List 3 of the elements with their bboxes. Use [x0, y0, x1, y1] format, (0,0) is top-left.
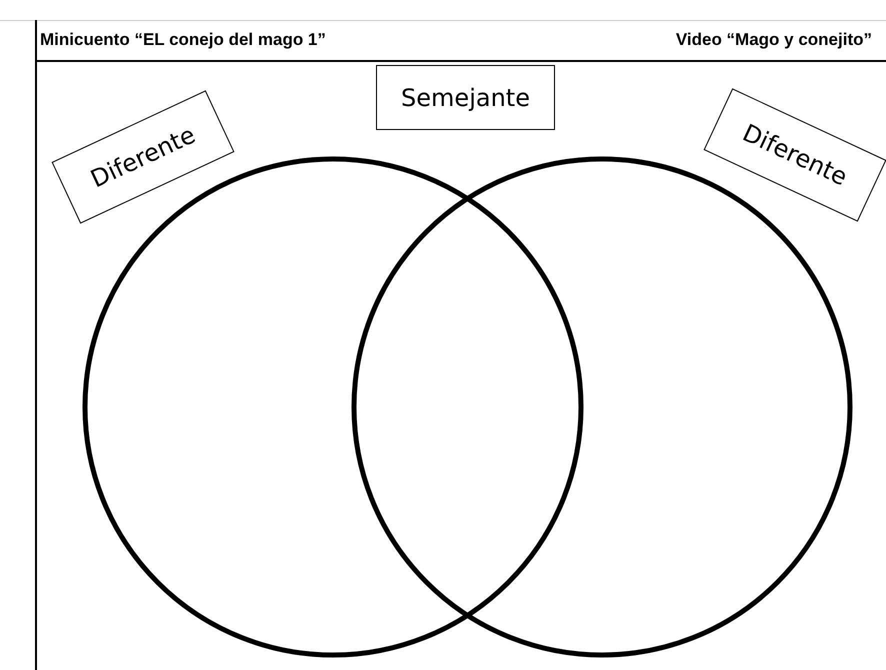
column-heading: Minicuento “EL conejo del mago 1” — [40, 30, 326, 50]
column-heading: Video “Mago y conejito” — [676, 30, 872, 50]
label-box: Semejante — [376, 65, 555, 130]
